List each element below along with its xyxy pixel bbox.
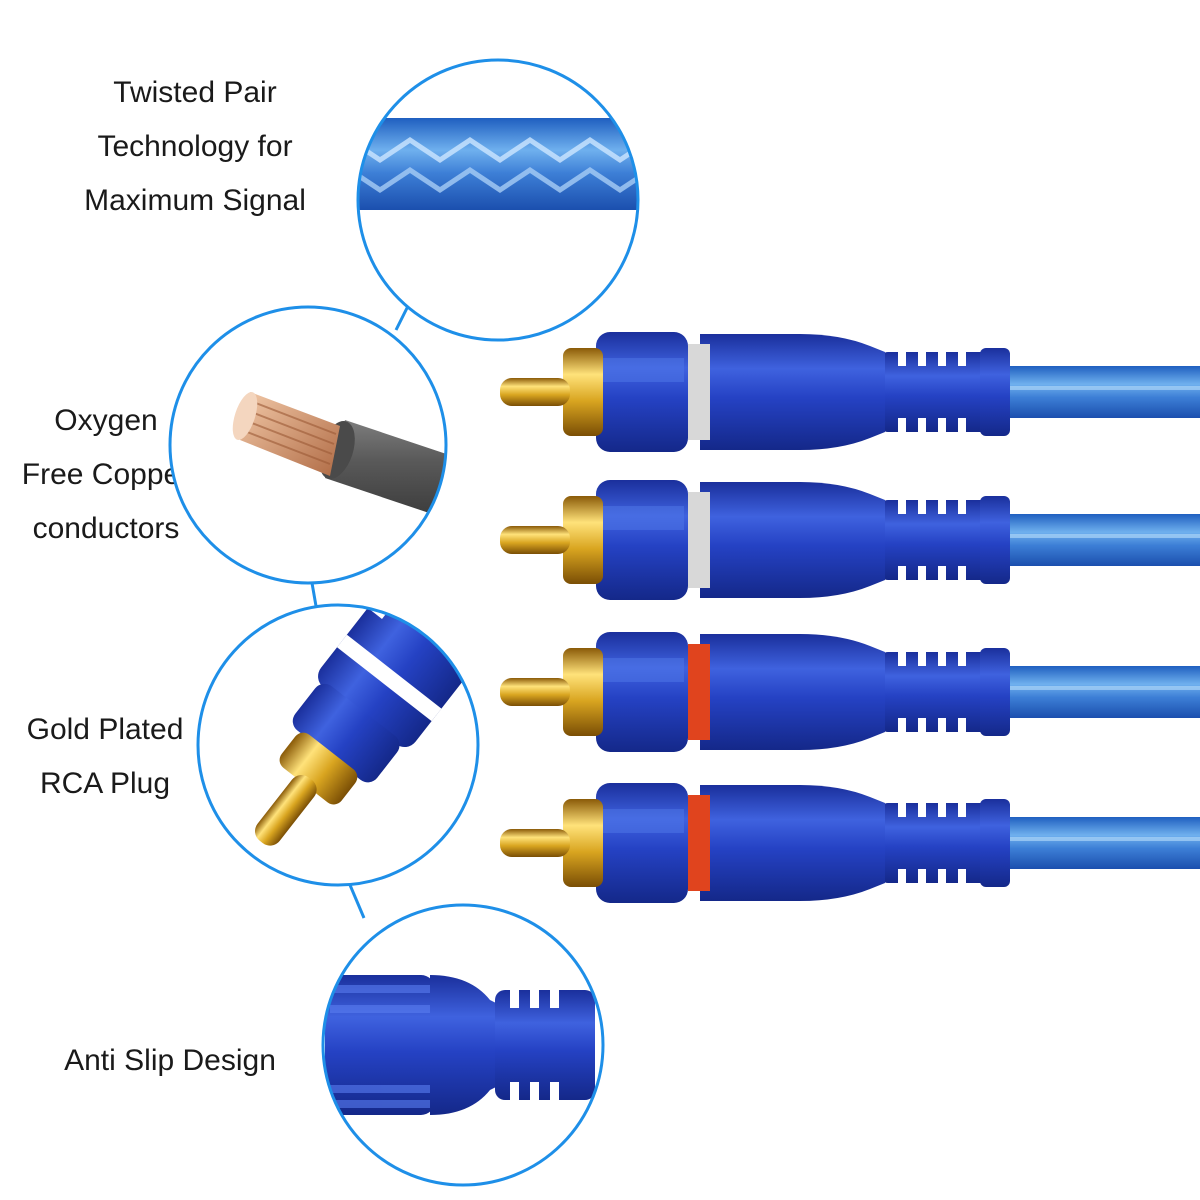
rca-plug bbox=[500, 632, 1200, 752]
label-line: conductors bbox=[32, 512, 180, 545]
white-band bbox=[688, 492, 710, 588]
rca-plug-closeup-icon bbox=[196, 603, 480, 887]
feature-label-gold-plated: Gold Plated RCA Plug bbox=[0, 703, 210, 811]
label-line: Maximum Signal bbox=[84, 184, 306, 217]
label-line: Free Copper bbox=[21, 458, 191, 491]
label-line: Anti Slip Design bbox=[64, 1044, 276, 1077]
red-band bbox=[688, 644, 710, 740]
red-band bbox=[688, 795, 710, 891]
connector-line bbox=[310, 305, 410, 919]
grip-ridges-closeup-icon bbox=[321, 903, 605, 1187]
rca-plug bbox=[500, 783, 1200, 903]
feature-label-twisted-pair: Twisted Pair Technology for Maximum Sign… bbox=[60, 66, 330, 228]
label-line: Technology for bbox=[97, 130, 293, 163]
braided-cable-closeup-icon bbox=[356, 58, 640, 342]
label-line: Oxygen bbox=[54, 404, 158, 437]
label-line: RCA Plug bbox=[39, 767, 171, 800]
copper-wire-closeup-icon bbox=[168, 305, 448, 585]
label-line: Gold Plated bbox=[26, 713, 184, 746]
rca-plug bbox=[500, 332, 1200, 452]
feature-label-anti-slip: Anti Slip Design bbox=[40, 1034, 300, 1088]
label-line: Twisted Pair bbox=[113, 76, 277, 109]
white-band bbox=[688, 344, 710, 440]
rca-plug bbox=[500, 480, 1200, 600]
feature-label-oxygen-free-copper: Oxygen Free Copper conductors bbox=[0, 394, 212, 556]
